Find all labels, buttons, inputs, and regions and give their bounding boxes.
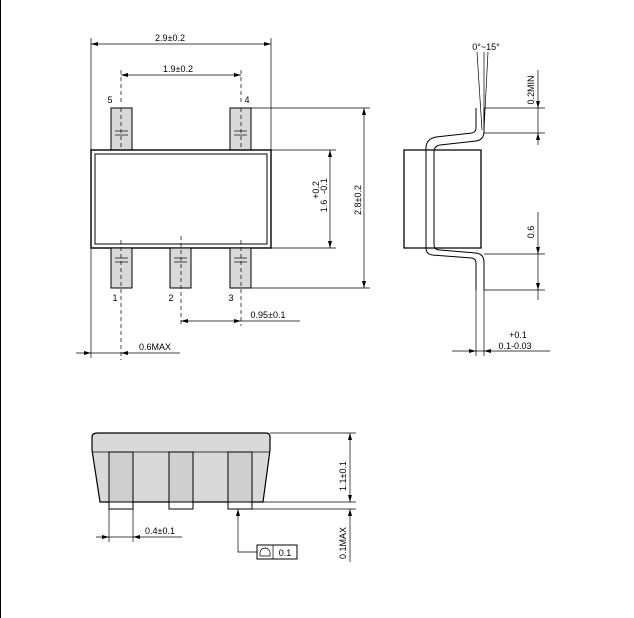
lead-1: [110, 247, 133, 289]
dim-thickness-tol: +0.1: [509, 330, 527, 340]
pin-label-5: 5: [107, 95, 112, 105]
dim-overall-width: 2.9±0.2: [155, 33, 185, 43]
dim-lead-width: 0.4±0.1: [145, 526, 175, 536]
gull-wing-lead: [425, 108, 477, 290]
lead-2: [169, 247, 192, 289]
front-lead-2: [168, 451, 194, 510]
package-body-side: [403, 149, 482, 249]
pin-label-4: 4: [244, 95, 249, 105]
dim-standoff: 0.1MAX: [338, 527, 348, 559]
dim-body-tol-plus: +0.2: [311, 181, 321, 199]
lead-5: [110, 107, 133, 151]
package-body-top: [90, 149, 272, 249]
dim-angle: 0°~15°: [472, 42, 500, 52]
top-view: 2.9±0.2 1.9±0.2 5 4 1: [76, 33, 370, 360]
dim-overall-height: 2.8±0.2: [353, 185, 363, 215]
dim-lead-span: 1.9±0.2: [163, 64, 193, 74]
side-view: 0°~15° 0.2MIN 0.6 +0.1 0.1-0.03: [403, 42, 550, 356]
flatness-icon: [259, 547, 271, 557]
dim-body-height: 1.6: [319, 200, 329, 213]
lead-3: [229, 247, 252, 289]
dim-pitch: 0.95±0.1: [251, 310, 286, 320]
front-lead-1: [108, 451, 134, 510]
pin-label-3: 3: [228, 293, 233, 303]
front-lead-3: [227, 451, 253, 510]
lead-4: [229, 107, 252, 151]
dim-lead-min: 0.2MIN: [526, 75, 536, 104]
dim-foot: 0.6: [526, 226, 536, 239]
dim-lead-length: 0.6MAX: [139, 342, 171, 352]
pin-label-1: 1: [112, 293, 117, 303]
dim-thickness: 0.1-0.03: [498, 341, 531, 351]
dim-body-tol-minus: -0.1: [319, 178, 329, 194]
dim-height: 1.1±0.1: [338, 461, 348, 491]
flatness-value: 0.1: [279, 548, 292, 558]
pin-label-2: 2: [168, 293, 173, 303]
front-view: 1.1±0.1 0.1MAX 0.4±0.1 0.1: [91, 432, 356, 562]
